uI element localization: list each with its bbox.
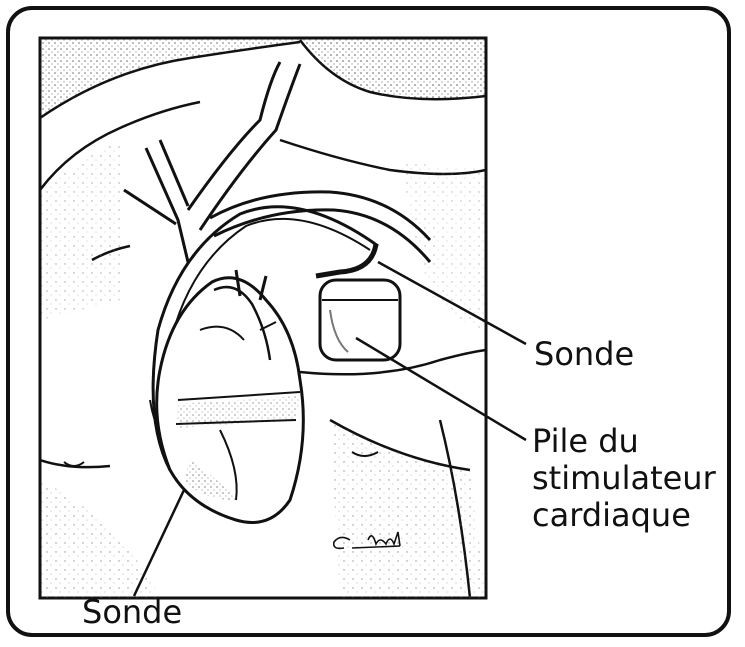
label-pacemaker-battery-line-2: stimulateur xyxy=(532,460,716,497)
pacemaker-generator xyxy=(320,280,400,360)
label-pacemaker-battery-line-1: Pile du xyxy=(532,423,716,460)
label-lead-bottom: Sonde xyxy=(82,594,182,631)
label-pacemaker-battery-line-3: cardiaque xyxy=(532,497,716,534)
label-pacemaker-battery: Pile du stimulateur cardiaque xyxy=(532,423,716,534)
label-lead-right: Sonde xyxy=(534,336,634,373)
